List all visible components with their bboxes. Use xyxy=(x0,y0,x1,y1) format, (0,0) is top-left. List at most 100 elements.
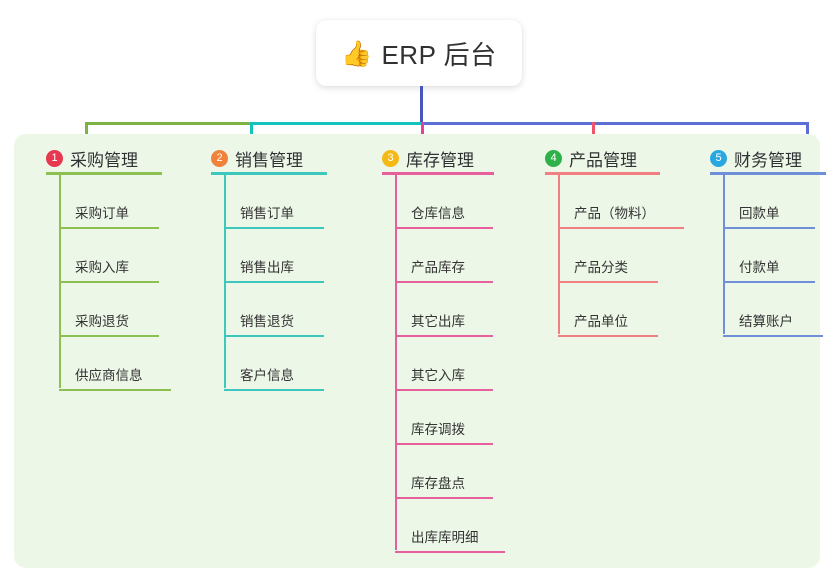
leaf-item[interactable]: 客户信息 xyxy=(224,337,324,391)
leaf-item-label: 库存调拨 xyxy=(411,422,465,437)
column-header-product-management[interactable]: 4 产品管理 xyxy=(545,146,637,171)
leaf-item-label: 销售出库 xyxy=(240,260,294,275)
leaf-item-rule xyxy=(395,497,493,499)
leaf-item-rule xyxy=(395,281,493,283)
leaf-item-rule xyxy=(723,335,823,337)
column-header-rule-purchase-management xyxy=(46,172,162,175)
leaf-item[interactable]: 销售订单 xyxy=(224,175,324,229)
leaf-item-rule xyxy=(558,281,658,283)
leaf-item-label: 回款单 xyxy=(739,206,780,221)
leaf-item-rule xyxy=(224,389,324,391)
column-title-purchase-management: 采购管理 xyxy=(70,151,138,170)
column-spine-purchase-management xyxy=(59,172,61,388)
leaf-item[interactable]: 销售退货 xyxy=(224,283,324,337)
column-badge-5: 5 xyxy=(710,150,727,167)
leaf-item-label: 产品单位 xyxy=(574,314,628,329)
leaf-item-label: 仓库信息 xyxy=(411,206,465,221)
column-badge-2: 2 xyxy=(211,150,228,167)
leaf-item-rule xyxy=(395,443,493,445)
leaf-item-label: 出库库明细 xyxy=(411,530,479,545)
column-header-purchase-management[interactable]: 1 采购管理 xyxy=(46,146,138,171)
leaf-item-rule xyxy=(395,389,493,391)
leaf-item-rule xyxy=(723,227,815,229)
connector-segment-green xyxy=(85,122,251,125)
leaf-item-label: 付款单 xyxy=(739,260,780,275)
column-header-finance-management[interactable]: 5 财务管理 xyxy=(710,146,802,171)
connector-segment-blue xyxy=(421,122,806,125)
mindmap-panel: 1 采购管理采购订单采购入库采购退货供应商信息 2 销售管理销售订单销售出库销售退货客… xyxy=(14,134,826,568)
connector-stub-purchase xyxy=(85,122,88,144)
leaf-item[interactable]: 仓库信息 xyxy=(395,175,493,229)
column-spine-inventory-management xyxy=(395,172,397,550)
column-title-sales-management: 销售管理 xyxy=(235,151,303,170)
column-header-rule-sales-management xyxy=(211,172,327,175)
leaf-item[interactable]: 出库库明细 xyxy=(395,499,505,553)
thumbs-up-icon: 👍 xyxy=(341,39,373,68)
leaf-item-label: 采购入库 xyxy=(75,260,129,275)
leaf-item-rule xyxy=(395,335,493,337)
leaf-item-label: 产品（物料） xyxy=(574,206,655,221)
leaf-item[interactable]: 库存盘点 xyxy=(395,445,493,499)
leaf-item-label: 结算账户 xyxy=(739,314,793,329)
leaf-item[interactable]: 回款单 xyxy=(723,175,815,229)
column-title-product-management: 产品管理 xyxy=(569,151,637,170)
column-header-rule-product-management xyxy=(545,172,660,175)
leaf-item-label: 其它出库 xyxy=(411,314,465,329)
leaf-item[interactable]: 采购订单 xyxy=(59,175,159,229)
column-header-rule-finance-management xyxy=(710,172,826,175)
leaf-item[interactable]: 采购退货 xyxy=(59,283,159,337)
column-spine-sales-management xyxy=(224,172,226,388)
connector-stub-finance xyxy=(806,122,809,144)
column-title-inventory-management: 库存管理 xyxy=(406,151,474,170)
leaf-item-rule xyxy=(224,281,324,283)
leaf-item-rule xyxy=(59,335,159,337)
leaf-item[interactable]: 采购入库 xyxy=(59,229,159,283)
leaf-item-label: 产品分类 xyxy=(574,260,628,275)
connector-stub-sales xyxy=(250,122,253,144)
leaf-item-rule xyxy=(59,227,159,229)
column-badge-4: 4 xyxy=(545,150,562,167)
leaf-item-rule xyxy=(224,335,324,337)
leaf-item[interactable]: 其它入库 xyxy=(395,337,493,391)
leaf-item-rule xyxy=(224,227,324,229)
column-header-inventory-management[interactable]: 3 库存管理 xyxy=(382,146,474,171)
leaf-item-label: 销售订单 xyxy=(240,206,294,221)
leaf-item-rule xyxy=(558,335,658,337)
connector-root-trunk xyxy=(420,86,423,124)
leaf-item[interactable]: 其它出库 xyxy=(395,283,493,337)
column-badge-3: 3 xyxy=(382,150,399,167)
leaf-item-label: 供应商信息 xyxy=(75,368,143,383)
leaf-item[interactable]: 库存调拨 xyxy=(395,391,493,445)
leaf-item-rule xyxy=(395,227,493,229)
column-spine-product-management xyxy=(558,172,560,334)
leaf-item-rule xyxy=(59,389,171,391)
leaf-item[interactable]: 产品库存 xyxy=(395,229,493,283)
leaf-item[interactable]: 产品分类 xyxy=(558,229,658,283)
leaf-item-rule xyxy=(558,227,684,229)
leaf-item-label: 采购退货 xyxy=(75,314,129,329)
connector-stub-inventory xyxy=(421,122,424,144)
leaf-item[interactable]: 产品（物料） xyxy=(558,175,684,229)
leaf-item[interactable]: 供应商信息 xyxy=(59,337,171,391)
column-header-sales-management[interactable]: 2 销售管理 xyxy=(211,146,303,171)
column-badge-1: 1 xyxy=(46,150,63,167)
root-node-erp-backend[interactable]: 👍 ERP 后台 xyxy=(316,20,522,86)
leaf-item-label: 销售退货 xyxy=(240,314,294,329)
leaf-item-rule xyxy=(395,551,505,553)
leaf-item-label: 其它入库 xyxy=(411,368,465,383)
leaf-item-label: 产品库存 xyxy=(411,260,465,275)
column-spine-finance-management xyxy=(723,172,725,334)
leaf-item[interactable]: 付款单 xyxy=(723,229,815,283)
connector-stub-product xyxy=(592,122,595,144)
leaf-item[interactable]: 结算账户 xyxy=(723,283,823,337)
leaf-item-label: 客户信息 xyxy=(240,368,294,383)
leaf-item-rule xyxy=(723,281,815,283)
column-title-finance-management: 财务管理 xyxy=(734,151,802,170)
column-header-rule-inventory-management xyxy=(382,172,494,175)
connector-segment-teal xyxy=(250,122,422,125)
leaf-item[interactable]: 销售出库 xyxy=(224,229,324,283)
leaf-item[interactable]: 产品单位 xyxy=(558,283,658,337)
root-node-title: ERP 后台 xyxy=(381,39,497,70)
leaf-item-rule xyxy=(59,281,159,283)
